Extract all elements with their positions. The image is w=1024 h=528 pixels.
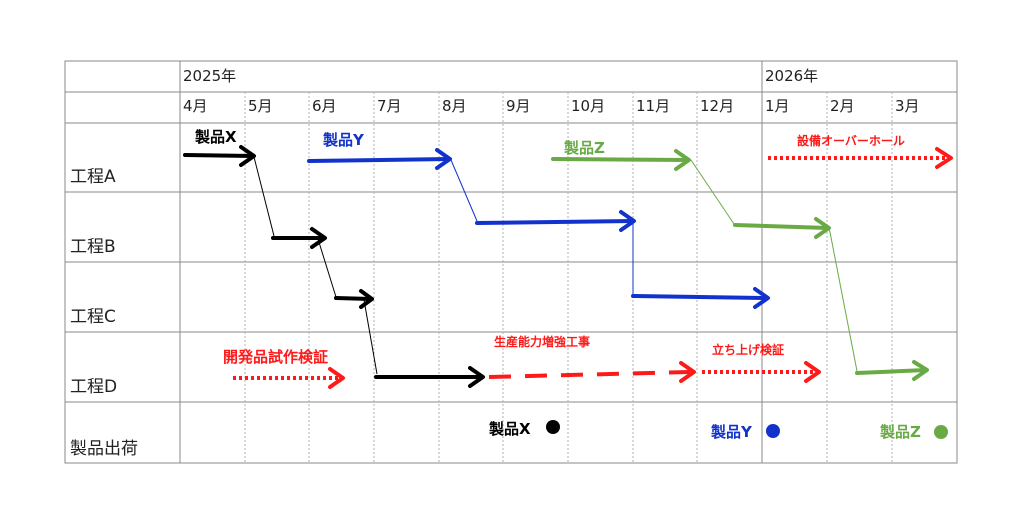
arrow-y-process-b	[475, 210, 636, 232]
connector-x-cd	[363, 299, 378, 375]
arrow-capacity-expansion	[488, 361, 696, 383]
month-labels: 4月 5月 6月 7月 8月 9月 10月 11月 12月 1月 2月 3月	[183, 97, 920, 115]
year-2025-label: 2025年	[183, 67, 236, 85]
arrow-y-process-c	[631, 287, 770, 309]
product-y-arrows	[307, 148, 770, 309]
arrow-x-process-a	[183, 145, 256, 167]
arrow-x-process-d	[374, 366, 485, 388]
arrow-overhaul	[768, 147, 953, 169]
shipment-dot-z	[934, 425, 948, 439]
shipment-product-y: 製品Y	[710, 423, 780, 441]
label-prototype: 開発品試作検証	[223, 348, 328, 366]
shipment-label-z: 製品Z	[879, 423, 921, 441]
month-label: 11月	[636, 97, 670, 115]
label-overhaul: 設備オーバーホール	[797, 133, 905, 148]
month-label: 1月	[765, 97, 790, 115]
grid-row-lines	[65, 91, 957, 403]
month-label: 2月	[830, 97, 855, 115]
shipment-label-x: 製品X	[488, 420, 531, 438]
shipment-product-x: 製品X	[488, 420, 560, 438]
label-capacity-expansion: 生産能力増強工事	[494, 334, 590, 349]
connector-x-bc	[317, 238, 337, 298]
month-label: 8月	[442, 97, 467, 115]
event-arrows	[233, 147, 953, 389]
arrow-x-process-c	[334, 289, 374, 309]
month-label: 3月	[895, 97, 920, 115]
label-startup-verification: 立ち上げ検証	[712, 342, 784, 357]
arrow-z-process-b	[733, 217, 831, 239]
shipment-label-y: 製品Y	[710, 423, 753, 441]
month-label: 4月	[183, 97, 208, 115]
label-product-y-a: 製品Y	[322, 131, 365, 149]
arrow-startup-verification	[702, 361, 821, 383]
arrow-x-process-b	[271, 227, 327, 249]
row-label-process-c: 工程C	[70, 307, 116, 327]
month-label: 10月	[571, 97, 605, 115]
grid-column-lines	[179, 61, 893, 463]
arrow-y-process-a	[307, 148, 452, 170]
month-label: 12月	[700, 97, 734, 115]
connector-z-ab	[690, 159, 735, 225]
month-label: 6月	[312, 97, 337, 115]
month-label: 7月	[377, 97, 402, 115]
year-2026-label: 2026年	[765, 67, 818, 85]
arrow-z-process-a	[551, 149, 691, 171]
connector-z-bd	[828, 226, 858, 372]
row-label-process-a: 工程A	[70, 167, 116, 187]
connector-x-ab	[253, 156, 275, 237]
shipment-dot-y	[766, 424, 780, 438]
shipment-dot-x	[546, 420, 560, 434]
label-product-z-a: 製品Z	[563, 139, 605, 157]
row-label-process-d: 工程D	[70, 377, 117, 397]
connector-y-ab	[450, 159, 478, 222]
month-label: 5月	[248, 97, 273, 115]
product-z-arrows	[551, 149, 929, 381]
row-label-process-b: 工程B	[70, 237, 116, 257]
arrow-z-process-d	[855, 360, 929, 381]
product-x-arrows	[183, 145, 485, 388]
month-label: 9月	[506, 97, 531, 115]
arrow-prototype	[233, 367, 345, 389]
shipment-product-z: 製品Z	[879, 423, 948, 441]
label-product-x-a: 製品X	[194, 128, 237, 146]
row-label-shipment: 製品出荷	[70, 439, 138, 459]
connector-lines	[253, 156, 858, 375]
